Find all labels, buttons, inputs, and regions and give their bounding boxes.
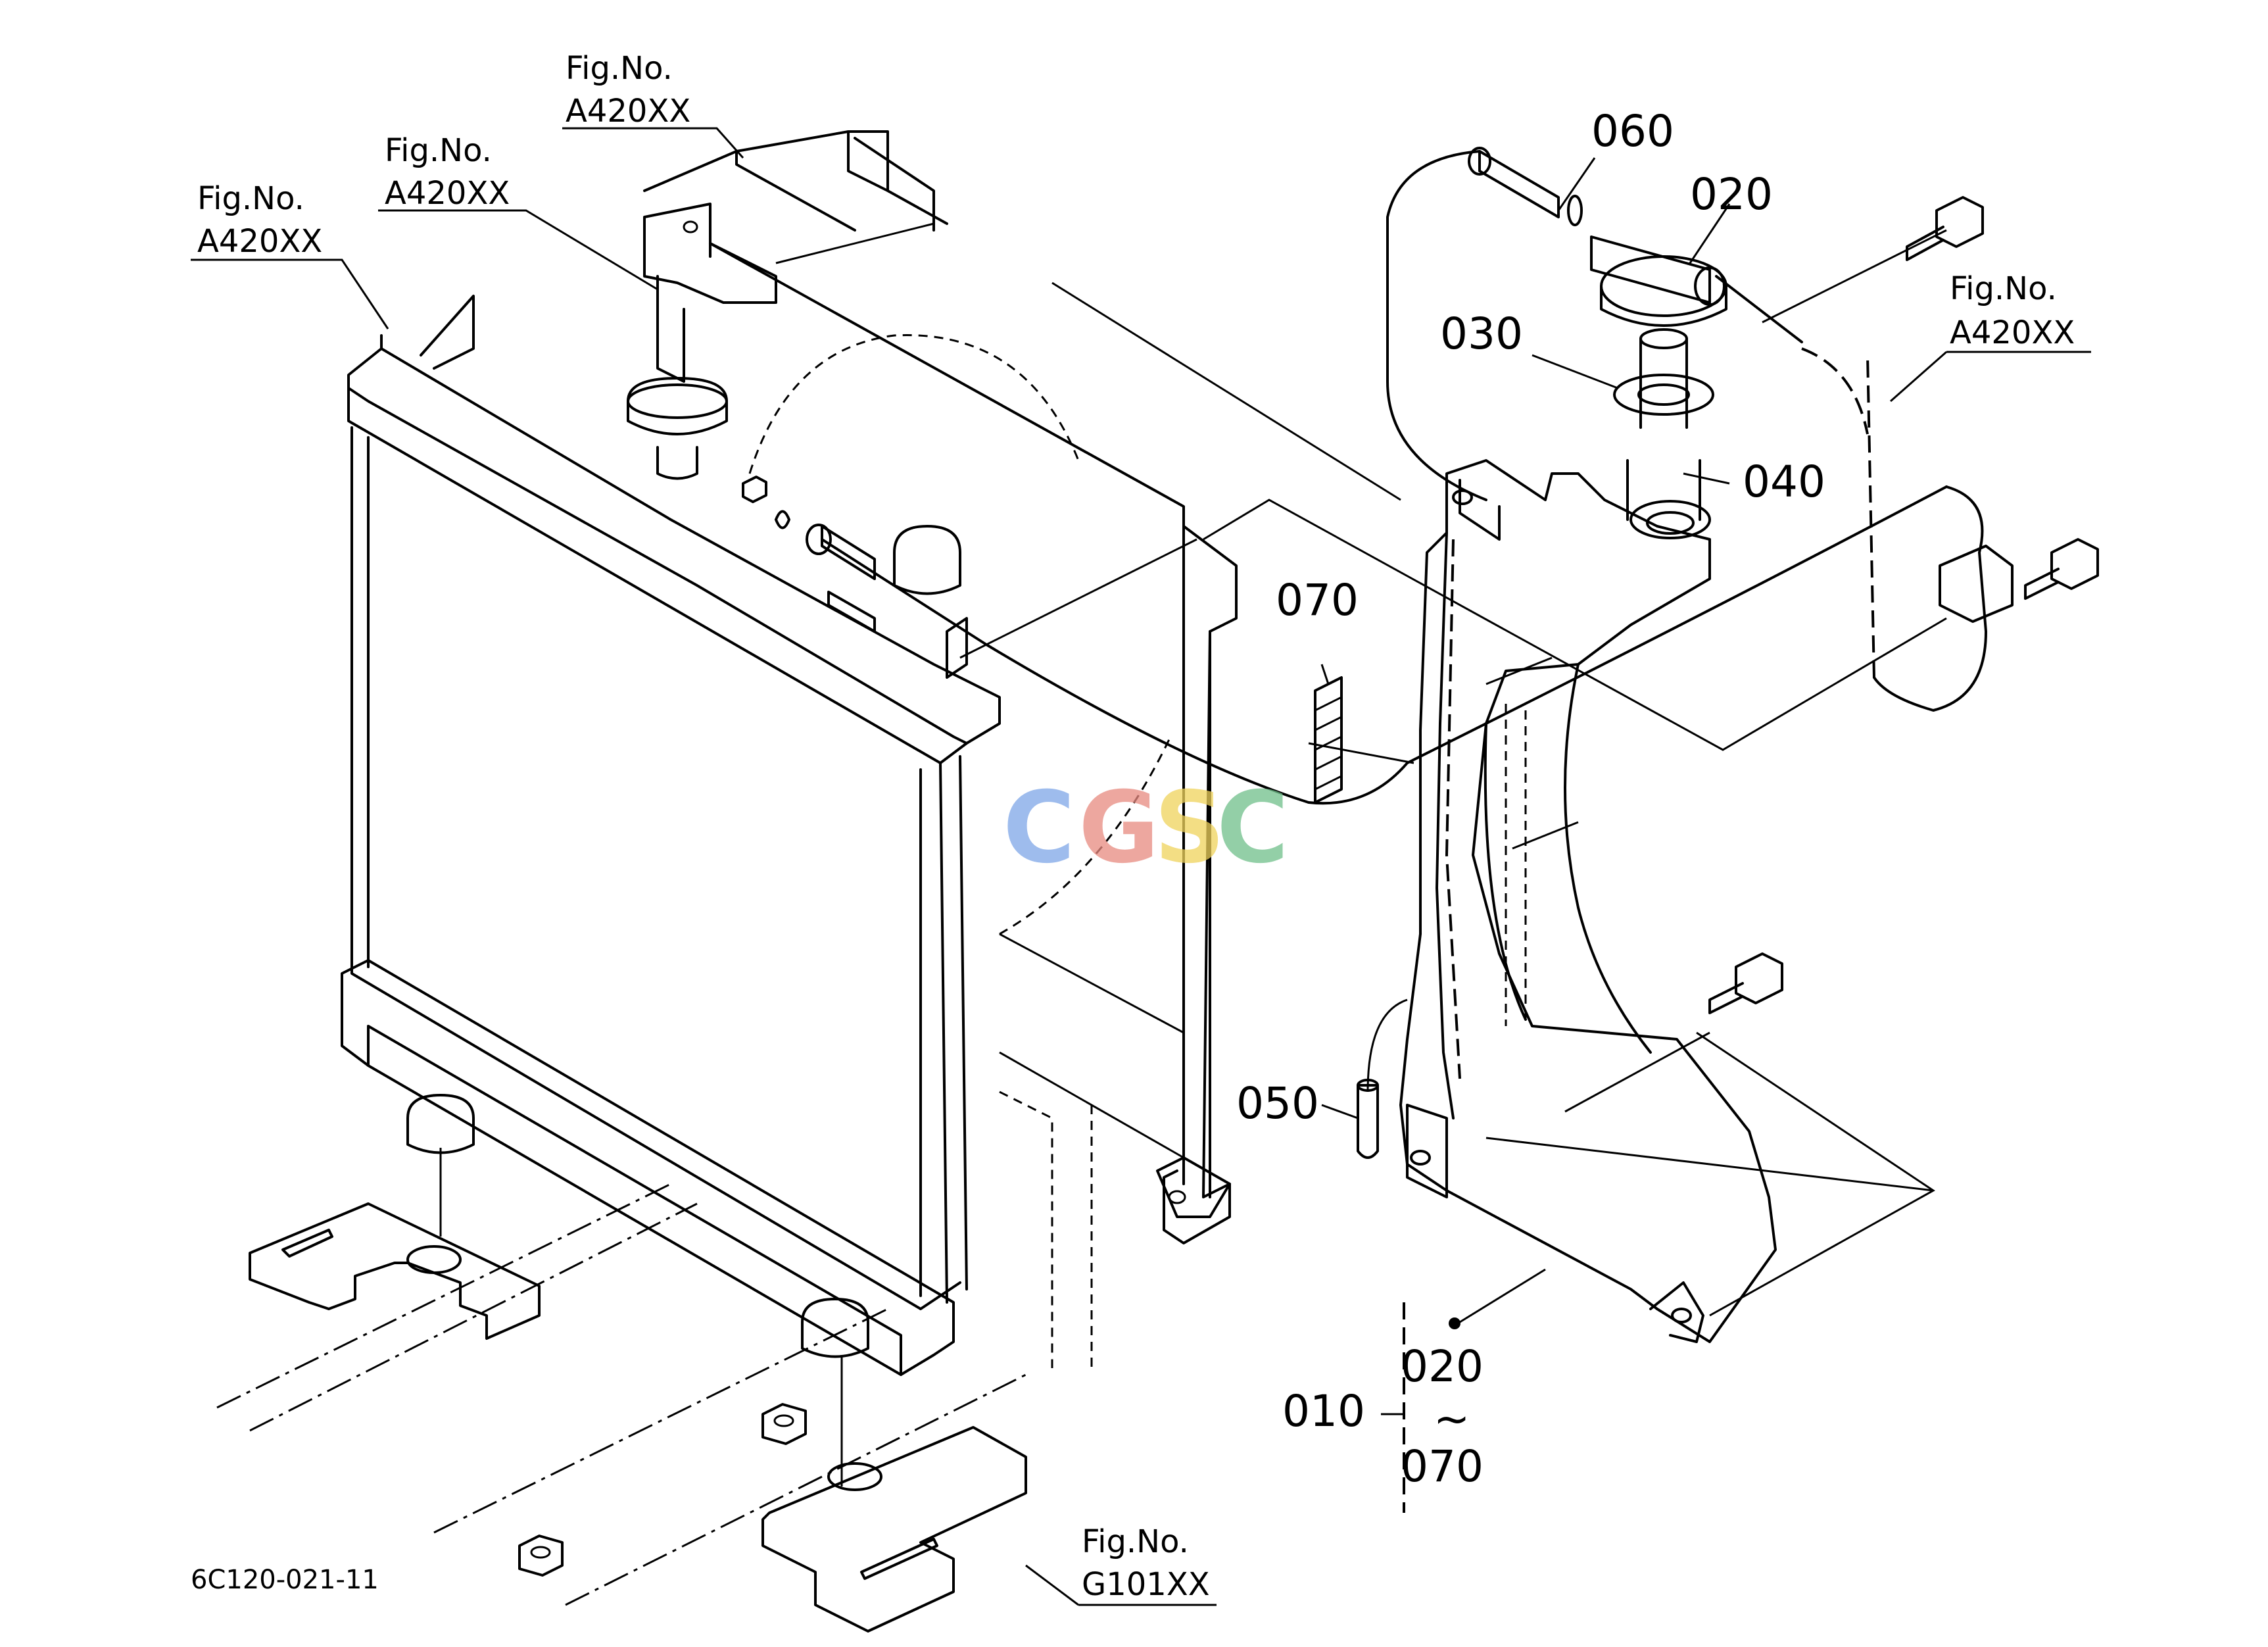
watermark-logo: C G S C [1003,771,1289,885]
range-end-label: 070 [1401,1441,1484,1492]
fig-ref-label: Fig.No. [566,50,673,87]
bolt-top [1935,196,1984,248]
bolt-mid [2050,538,2099,590]
decal-070 [1314,676,1343,804]
base-frame [216,1094,1027,1633]
hose-060 [1478,150,1560,218]
watermark-letter: G [1078,771,1159,885]
hose-routing [775,150,1987,1513]
fig-ref-number: G101XX [1082,1566,1210,1603]
clip-ring [1567,195,1583,226]
watermark-letter: S [1154,771,1225,885]
watermark-letter: C [1003,771,1075,885]
bolt-lower [1735,952,1783,1004]
range-separator: ~ [1434,1394,1470,1444]
fig-ref-label: Fig.No. [385,132,492,169]
fig-ref-number: A420XX [566,93,690,130]
stay-bracket [1939,545,2014,623]
tube-040 [1639,337,1688,429]
part-label-020: 020 [1690,169,1773,220]
leader-lines [191,127,2091,1606]
fig-ref-label: Fig.No. [197,180,304,217]
part-label-010: 010 [1282,1386,1365,1437]
part-label-040: 040 [1743,456,1825,507]
figure-ref-top: Fig.No. A420XX [566,50,690,130]
fan-shroud [643,130,1238,1368]
fig-ref-number: A420XX [197,223,322,260]
part-label-050: 050 [1236,1078,1319,1129]
overflow-pipe-020 [1590,235,1711,304]
figure-ref-upper-left: Fig.No. A420XX [385,132,510,212]
drawing-code: 6C120-021-11 [191,1565,379,1595]
radiator [341,203,1001,1376]
part-label-070: 070 [1276,575,1359,626]
fig-ref-label: Fig.No. [1082,1523,1189,1560]
part-label-060: 060 [1591,106,1674,157]
watermark-letter: C [1217,771,1289,885]
range-start-label: 020 [1401,1341,1484,1392]
tank-cap-assembly [1314,147,2099,1159]
tank-cap [1600,255,1727,317]
part-label-030: 030 [1440,308,1523,359]
figure-ref-left: Fig.No. A420XX [197,180,322,260]
recovery-tank [1399,459,1777,1343]
fig-ref-number: A420XX [385,175,510,212]
gasket-030 [1613,374,1714,416]
figure-ref-bottom: Fig.No. G101XX [1082,1523,1210,1603]
fig-ref-number: A420XX [1950,314,2075,351]
hose-050 [1357,1084,1379,1159]
figure-ref-right: Fig.No. A420XX [1950,270,2075,351]
fig-ref-label: Fig.No. [1950,270,2057,307]
